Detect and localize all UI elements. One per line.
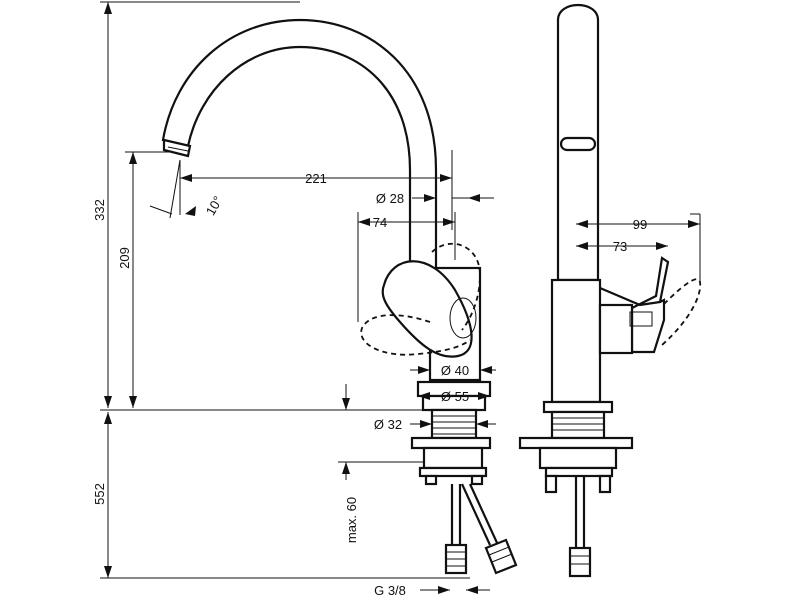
label-thread-dia: Ø 32 xyxy=(374,417,402,432)
supply-hose-right xyxy=(461,483,499,546)
label-max-deck: max. 60 xyxy=(344,497,359,543)
lever-handle xyxy=(381,260,473,358)
side-lever-alt-position xyxy=(661,278,702,346)
spout-arc xyxy=(161,18,438,274)
label-side-depth: 99 xyxy=(633,217,647,232)
label-spout-angle: 10° xyxy=(203,193,226,218)
dimension-lines xyxy=(100,1,701,594)
label-base-dia-40: Ø 40 xyxy=(441,363,469,378)
label-reach: 221 xyxy=(305,171,327,186)
lever-alt-position-up xyxy=(431,242,481,331)
label-base-dia-55: Ø 55 xyxy=(441,389,469,404)
label-spout-height: 209 xyxy=(117,247,132,269)
label-below-deck: 552 xyxy=(92,483,107,505)
label-total-height: 332 xyxy=(92,199,107,221)
label-connection: G 3/8 xyxy=(374,583,406,598)
front-view xyxy=(100,18,518,575)
side-view xyxy=(518,4,702,578)
label-lever-offset: 74 xyxy=(373,215,387,230)
label-spout-dia: Ø 28 xyxy=(376,191,404,206)
spout-tip xyxy=(162,138,192,158)
side-body xyxy=(550,278,602,404)
label-side-lever: 73 xyxy=(613,239,627,254)
supply-hose-left xyxy=(450,484,462,545)
mounting-plate xyxy=(410,436,492,450)
